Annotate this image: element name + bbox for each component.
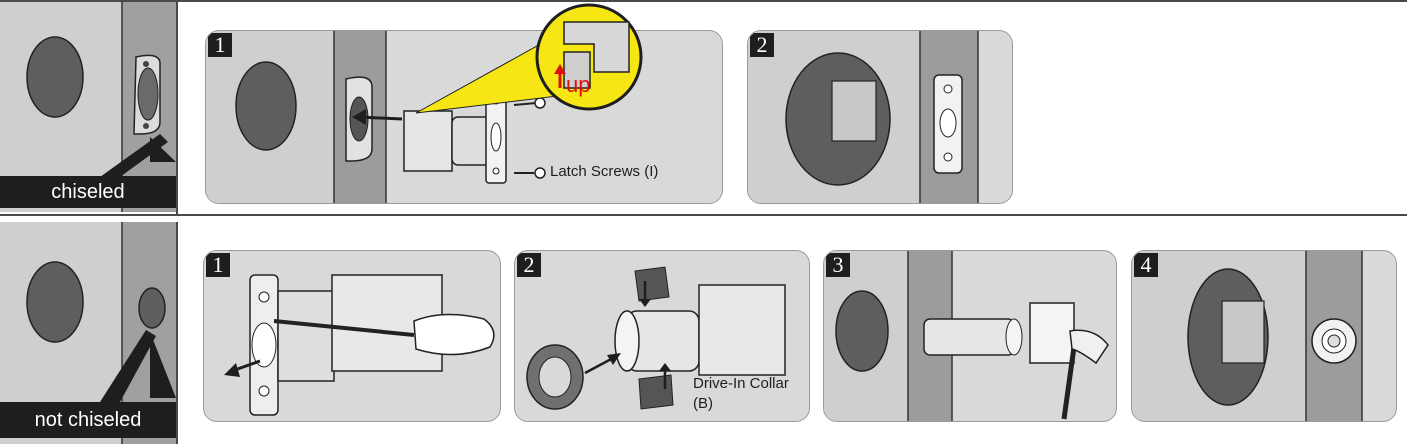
hammer-icon <box>1061 329 1109 420</box>
remove-faceplate-illustration <box>224 274 495 416</box>
thumb-divider-top <box>176 0 178 214</box>
drive-in-collar-caption-letter: (B) <box>693 395 713 412</box>
latch-installed-illustration <box>748 31 979 203</box>
door-hole-icon <box>235 61 297 151</box>
not-chiseled-label: not chiseled <box>0 402 176 438</box>
row2-step1-panel: 1 <box>203 250 501 422</box>
step-number-badge: 1 <box>206 253 230 277</box>
latch-icon <box>614 284 786 376</box>
up-label: up <box>566 72 591 97</box>
chiseled-door-illustration <box>0 2 176 212</box>
screwdriver-icon <box>273 313 495 356</box>
latch-icon <box>403 90 507 184</box>
not-chiseled-thumbnail: not chiseled <box>0 222 176 444</box>
edge-bore-icon <box>138 287 166 329</box>
latch-install-illustration <box>206 31 567 203</box>
row2-step3-panel: 3 <box>823 250 1117 422</box>
step-number-badge: 3 <box>826 253 850 277</box>
step-number-badge: 2 <box>517 253 541 277</box>
arrow-icon <box>352 109 403 125</box>
chiseled-label: chiseled <box>0 176 176 208</box>
latch-icon <box>933 74 963 174</box>
edge-bore-icon <box>133 54 161 135</box>
up-orientation-callout: up <box>534 2 644 112</box>
row1-step2-panel: 2 <box>747 30 1013 204</box>
thumb-divider-bottom <box>176 222 178 444</box>
drive-in-collar-caption: Drive-In Collar <box>693 375 789 392</box>
latch-icon <box>923 318 1023 356</box>
hammer-latch-illustration <box>824 251 1109 421</box>
row2-step4-panel: 4 <box>1131 250 1397 422</box>
row2-step2-panel: 2 Drive-In Collar (B) <box>514 250 810 422</box>
arrow-icon <box>224 359 261 377</box>
latch-flush-illustration <box>1132 251 1363 421</box>
arrow-icon <box>584 281 671 389</box>
latch-icon <box>1311 318 1357 364</box>
drive-in-collar-illustration <box>526 266 786 410</box>
door-hole-icon <box>835 290 889 372</box>
latch-screws-caption: Latch Screws (I) <box>550 163 659 180</box>
wood-block-icon <box>1029 302 1075 364</box>
door-hole-icon <box>26 36 84 118</box>
row-divider <box>0 214 1407 216</box>
step-number-badge: 4 <box>1134 253 1158 277</box>
screw-icon <box>513 97 546 179</box>
door-hole-icon <box>26 261 84 343</box>
row1-step1-panel: 1 Latch Screws (I) <box>205 30 723 204</box>
step-number-badge: 1 <box>208 33 232 57</box>
step-number-badge: 2 <box>750 33 774 57</box>
chiseled-thumbnail: chiseled <box>0 2 176 212</box>
top-divider <box>0 0 1407 2</box>
latch-icon <box>249 274 443 416</box>
